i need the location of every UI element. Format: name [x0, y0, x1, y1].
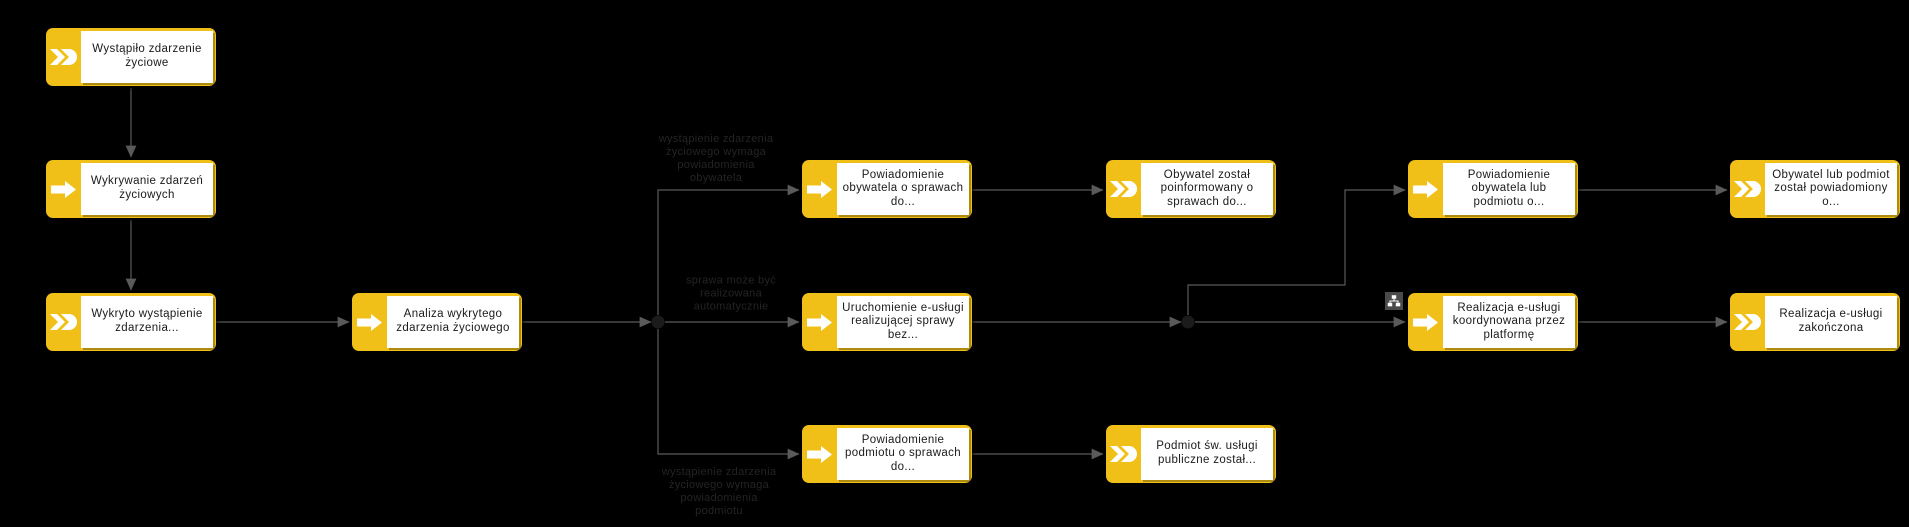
- org-chart-glyph: [1387, 295, 1401, 307]
- edge-label-line: wystąpienie zdarzenia: [658, 133, 774, 145]
- event-flag-icon-wrap: [1730, 160, 1766, 218]
- process-arrow-icon: [357, 313, 382, 331]
- process-arrow-icon-wrap: [802, 160, 838, 218]
- event-flag-icon: [1734, 181, 1761, 197]
- event-wystapilo-zdarzenie-zyciowe[interactable]: Wystąpiło zdarzenie życiowe: [46, 28, 216, 86]
- edge-label-line: życiowego wymaga: [668, 479, 770, 491]
- edge-label-line: realizowana: [699, 287, 762, 300]
- process-wykrywanie-zdarzen-zyciowych[interactable]: Wykrywanie zdarzeń życiowych: [46, 160, 216, 218]
- node-label: Realizacja e-usługi zakończona: [1779, 308, 1883, 334]
- process-arrow-icon: [807, 445, 832, 463]
- node-panel: [81, 296, 213, 348]
- node-label: Wykryto wystąpienie zdarzenia...: [91, 308, 203, 334]
- event-flag-icon: [1110, 446, 1137, 462]
- node-label: Wykrywanie zdarzeń życiowych: [90, 175, 204, 201]
- event-flag-icon: [50, 49, 77, 65]
- edge-label-line: sprawa może być: [685, 274, 777, 287]
- node-panel: [1443, 163, 1575, 215]
- process-arrow-icon: [1413, 180, 1438, 198]
- node-panel: [1141, 163, 1273, 215]
- node-panel: [837, 428, 969, 480]
- event-flag-icon-wrap: [1730, 293, 1766, 351]
- process-arrow-icon-wrap: [352, 293, 388, 351]
- edge-label-line: wystąpienie zdarzenia: [661, 466, 777, 478]
- edge-label-line: automatycznie: [693, 300, 769, 313]
- process-powiadomienie-obywatela[interactable]: Powiadomienie obywatela o sprawach do...: [802, 160, 972, 218]
- event-wykryto-wystapienie-zdarzenia[interactable]: Wykryto wystąpienie zdarzenia...: [46, 293, 216, 351]
- event-flag-icon-wrap: [46, 28, 82, 86]
- node-panel: [837, 163, 969, 215]
- process-arrow-icon: [51, 180, 76, 198]
- event-realizacja-e-uslugi-zakonczona[interactable]: Realizacja e-usługi zakończona: [1730, 293, 1900, 351]
- node-label: Podmiot św. usługi publiczne został...: [1156, 440, 1258, 466]
- event-flag-icon-wrap: [1106, 425, 1142, 483]
- node-label: Wystąpiło zdarzenie życiowe: [92, 43, 202, 69]
- edge-label-line: powiadomienia: [680, 492, 758, 504]
- event-flag-icon-wrap: [46, 293, 82, 351]
- event-podmiot-powiadomiony[interactable]: Podmiot św. usługi publiczne został...: [1106, 425, 1276, 483]
- node-label: Uruchomienie e-usługi realizującej spraw…: [842, 301, 964, 341]
- process-realizacja-e-uslugi-koordynowana[interactable]: Realizacja e-usługi koordynowana przez p…: [1408, 293, 1578, 351]
- process-arrow-icon: [1413, 313, 1438, 331]
- process-arrow-icon-wrap: [46, 160, 82, 218]
- process-arrow-icon-wrap: [1408, 160, 1444, 218]
- edge-label-line: obywatela: [689, 172, 743, 184]
- node-label: Powiadomienie obywatela o sprawach do...: [842, 168, 964, 208]
- process-powiadomienie-obywatela-lub-podmiotu[interactable]: Powiadomienie obywatela lub podmiotu o..…: [1408, 160, 1578, 218]
- edge-label-line: powiadomienia: [677, 159, 755, 171]
- junction-node[interactable]: [651, 315, 665, 329]
- node-label: Obywatel został poinformowany o sprawach…: [1160, 168, 1254, 208]
- event-flag-icon: [1110, 181, 1137, 197]
- process-arrow-icon-wrap: [1408, 293, 1444, 351]
- process-analiza-wykrytego-zdarzenia[interactable]: Analiza wykrytego zdarzenia życiowego: [352, 293, 522, 351]
- connector-arrow: [657, 329, 800, 460]
- event-obywatel-poinformowany[interactable]: Obywatel został poinformowany o sprawach…: [1106, 160, 1276, 218]
- node-label: Obywatel lub podmiot został powiadomiony…: [1772, 168, 1890, 208]
- connector-arrow: [657, 184, 800, 315]
- node-panel: [387, 296, 519, 348]
- node-panel: [1765, 296, 1897, 348]
- node-panel: [81, 163, 213, 215]
- node-panel: [1443, 296, 1575, 348]
- event-flag-icon: [50, 314, 77, 330]
- node-panel: [81, 31, 213, 83]
- node-panel: [1765, 163, 1897, 215]
- node-label: Powiadomienie obywatela lub podmiotu o..…: [1467, 168, 1551, 208]
- process-arrow-icon-wrap: [802, 425, 838, 483]
- node-panel: [837, 296, 969, 348]
- event-flag-icon-wrap: [1106, 160, 1142, 218]
- node-label: Realizacja e-usługi koordynowana przez p…: [1452, 301, 1566, 341]
- org-chart-icon[interactable]: [1385, 292, 1403, 310]
- event-obywatel-lub-podmiot-powiadomiony[interactable]: Obywatel lub podmiot został powiadomiony…: [1730, 160, 1900, 218]
- edge-label-line: podmiotu: [695, 505, 743, 517]
- process-arrow-icon: [807, 180, 832, 198]
- process-arrow-icon-wrap: [802, 293, 838, 351]
- node-panel: [1141, 428, 1273, 480]
- process-powiadomienie-podmiotu[interactable]: Powiadomienie podmiotu o sprawach do...: [802, 425, 972, 483]
- event-flag-icon: [1734, 314, 1761, 330]
- node-label: Analiza wykrytego zdarzenia życiowego: [396, 308, 510, 334]
- process-arrow-icon: [807, 313, 832, 331]
- process-uruchomienie-e-uslugi[interactable]: Uruchomienie e-usługi realizującej spraw…: [802, 293, 972, 351]
- junction-node[interactable]: [1181, 315, 1195, 329]
- node-label: Powiadomienie podmiotu o sprawach do...: [845, 433, 961, 473]
- connector-arrow: [1187, 184, 1406, 315]
- edge-label-line: życiowego wymaga: [665, 146, 767, 158]
